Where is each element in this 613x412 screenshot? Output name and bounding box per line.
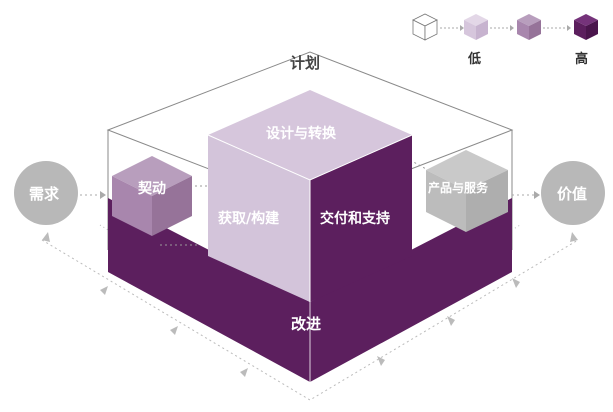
legend-cube-dark [574, 14, 598, 40]
floor-flow [41, 224, 579, 401]
legend-cube-mid [517, 14, 541, 40]
improve-base [108, 198, 512, 382]
improve-right-face [310, 198, 512, 382]
value-label: 价值 [557, 185, 587, 203]
products-left [426, 170, 466, 232]
demand-circle [14, 161, 78, 225]
floor-arrow-6 [512, 278, 520, 288]
obtain-label: 获取/构建 [218, 210, 279, 227]
value-circle [541, 161, 605, 225]
value-node: 价值 [512, 161, 605, 225]
floor-arrow-left-end [42, 232, 50, 242]
improve-left-face [108, 198, 310, 382]
legend-arrow-3 [567, 25, 571, 31]
legend-cube-light [464, 14, 488, 40]
floor-arrow-4 [377, 356, 385, 366]
center-cube: 设计与转换 获取/构建 交付和支持 [207, 90, 413, 302]
floor-arrow-2 [170, 326, 178, 335]
legend-cube-white [412, 13, 438, 41]
demand-node: 需求 [14, 161, 106, 225]
legend-arrow-2 [510, 25, 514, 31]
deliver-right-face [310, 135, 412, 302]
legend-low-label: 低 [467, 51, 481, 67]
legend-arrow-1 [460, 25, 464, 31]
products-label: 产品与服务 [428, 180, 489, 195]
demand-label: 需求 [29, 185, 60, 203]
floor-arrow-1 [100, 286, 108, 295]
products-right [466, 170, 508, 232]
engage-right [152, 176, 192, 236]
floor-arrow-3 [240, 368, 248, 377]
demand-arrow [100, 191, 106, 199]
floor-outline [41, 239, 579, 401]
products-top [426, 150, 508, 190]
improve-label: 改进 [291, 315, 321, 333]
plan-label: 计划 [290, 54, 320, 72]
engage-left [112, 176, 152, 236]
floor-arrows [42, 232, 578, 377]
engage-label: 契动 [137, 180, 166, 197]
deliver-label: 交付和支持 [320, 210, 390, 227]
obtain-left-face [208, 135, 310, 302]
legend: 低 高 [412, 13, 598, 67]
plan-inner-dots [160, 159, 429, 246]
legend-high-label: 高 [575, 51, 588, 67]
design-label: 设计与转换 [266, 125, 337, 142]
engage-cube: 契动 [112, 156, 192, 236]
products-cube: 产品与服务 [426, 150, 508, 232]
floor-arrow-5 [447, 316, 455, 326]
floor-arrow-right-end [570, 232, 578, 242]
value-arrow [534, 191, 540, 199]
